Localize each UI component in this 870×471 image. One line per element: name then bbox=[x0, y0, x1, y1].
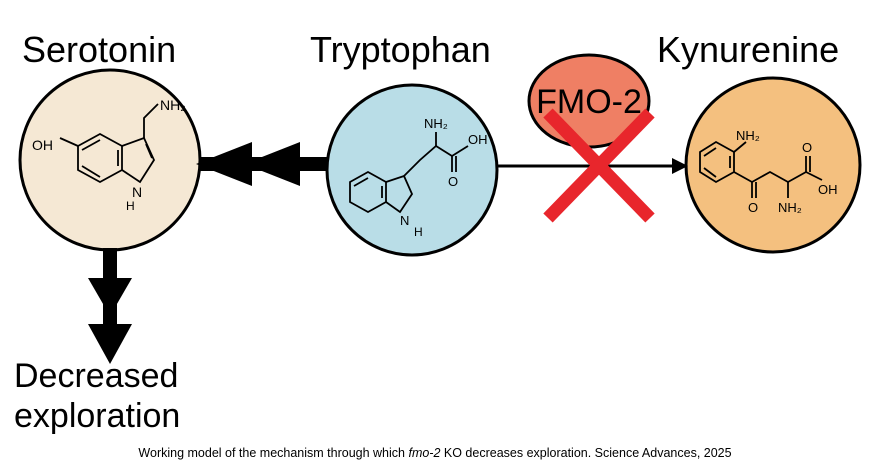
kynurenine-o-acid-label: O bbox=[802, 140, 812, 155]
tryptophan-structure bbox=[349, 132, 469, 214]
figure-caption: Working model of the mechanism through w… bbox=[0, 446, 870, 460]
kynurenine-oh-label: OH bbox=[818, 182, 838, 197]
serotonin-structure bbox=[59, 103, 159, 184]
outcome-line-2: exploration bbox=[14, 397, 181, 435]
kynurenine-node: NH₂ O OH O NH₂ bbox=[684, 76, 862, 254]
kynurenine-o-keto-label: O bbox=[748, 200, 758, 215]
serotonin-nh2-label: NH₂ bbox=[160, 97, 186, 113]
blocked-cross-icon bbox=[543, 108, 655, 223]
serotonin-node: NH₂ OH N H bbox=[18, 68, 202, 252]
serotonin-title: Serotonin bbox=[22, 29, 177, 70]
tryptophan-to-kynurenine-arrow bbox=[497, 158, 688, 174]
outcome-line-1: Decreased bbox=[14, 357, 179, 395]
tryptophan-o-label: O bbox=[448, 174, 458, 189]
tryptophan-node: NH₂ OH O N H bbox=[325, 83, 499, 257]
tryptophan-title: Tryptophan bbox=[310, 29, 491, 70]
kynurenine-structure bbox=[699, 140, 823, 198]
caption-prefix: Working model of the mechanism through w… bbox=[138, 446, 409, 460]
tryptophan-circle bbox=[325, 83, 499, 257]
kynurenine-nh2-top-label: NH₂ bbox=[736, 128, 760, 143]
tryptophan-to-serotonin-arrow bbox=[196, 142, 328, 186]
caption-suffix: KO decreases exploration. Science Advanc… bbox=[440, 446, 732, 460]
tryptophan-oh-label: OH bbox=[468, 132, 488, 147]
kynurenine-circle bbox=[684, 76, 862, 254]
serotonin-oh-label: OH bbox=[32, 137, 53, 153]
tryptophan-h-label: H bbox=[414, 225, 423, 239]
tryptophan-n-label: N bbox=[400, 213, 409, 228]
serotonin-to-outcome-arrow bbox=[88, 248, 132, 364]
kynurenine-nh2-bottom-label: NH₂ bbox=[778, 200, 802, 215]
serotonin-n-label: N bbox=[132, 184, 142, 200]
caption-gene: fmo-2 bbox=[408, 446, 441, 460]
tryptophan-nh2-label: NH₂ bbox=[424, 116, 448, 131]
serotonin-h-label: H bbox=[126, 199, 135, 213]
outcome-label: Decreased exploration bbox=[14, 356, 180, 436]
kynurenine-title: Kynurenine bbox=[657, 29, 840, 70]
